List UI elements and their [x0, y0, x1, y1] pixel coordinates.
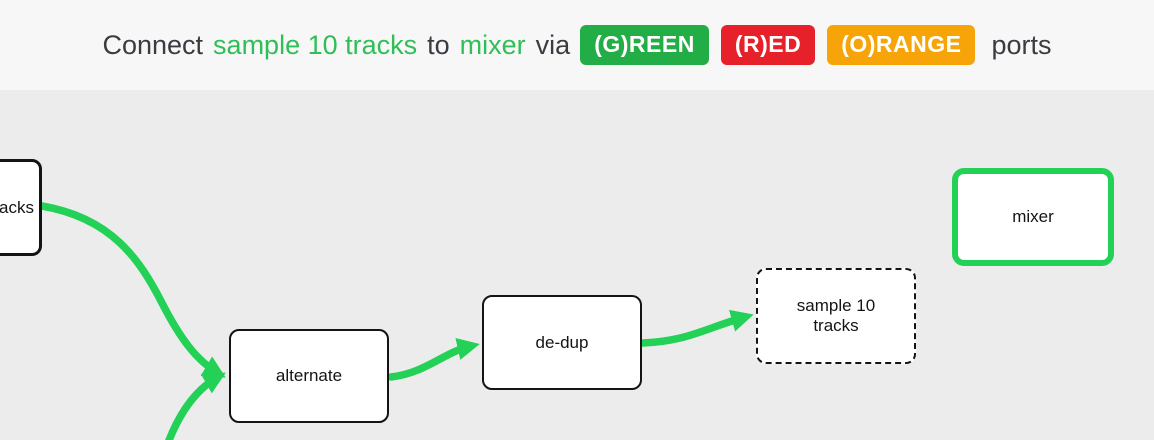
prompt-via: via — [535, 29, 571, 60]
instruction-header: Connect sample 10 tracks to mixer via (G… — [0, 0, 1154, 90]
red-port-badge: (R)ED — [720, 25, 816, 65]
node-graph-canvas: tracks alternate de-dup sample 10 tracks… — [0, 90, 1154, 440]
edge-offscreen-to-alternate[interactable] — [158, 372, 226, 440]
node-alternate[interactable]: alternate — [229, 329, 389, 423]
node-tracks-label: tracks — [0, 197, 34, 217]
node-de-dup-label: de-dup — [535, 332, 589, 352]
green-port-badge: (G)REEN — [580, 25, 709, 65]
node-alternate-label: alternate — [275, 366, 343, 385]
node-sample-10-tracks-label: sample 10 tracks — [796, 296, 876, 335]
node-de-dup[interactable]: de-dup — [482, 295, 642, 390]
edge-dedup-to-sample[interactable] — [639, 309, 754, 347]
node-mixer[interactable]: mixer — [952, 168, 1114, 266]
prompt-ports: ports — [991, 29, 1052, 60]
node-sample-10-tracks[interactable]: sample 10 tracks — [756, 268, 916, 364]
prompt-connect: Connect — [102, 29, 204, 60]
edge-tracks-to-alternate[interactable] — [38, 202, 226, 378]
node-tracks[interactable]: tracks — [0, 159, 42, 256]
prompt-source-node: sample 10 tracks — [213, 29, 418, 60]
orange-port-badge: (O)RANGE — [827, 25, 976, 65]
prompt-to: to — [427, 29, 450, 60]
node-mixer-label: mixer — [1012, 207, 1054, 226]
prompt-target-node: mixer — [459, 29, 526, 60]
edge-alternate-to-dedup[interactable] — [387, 337, 480, 381]
